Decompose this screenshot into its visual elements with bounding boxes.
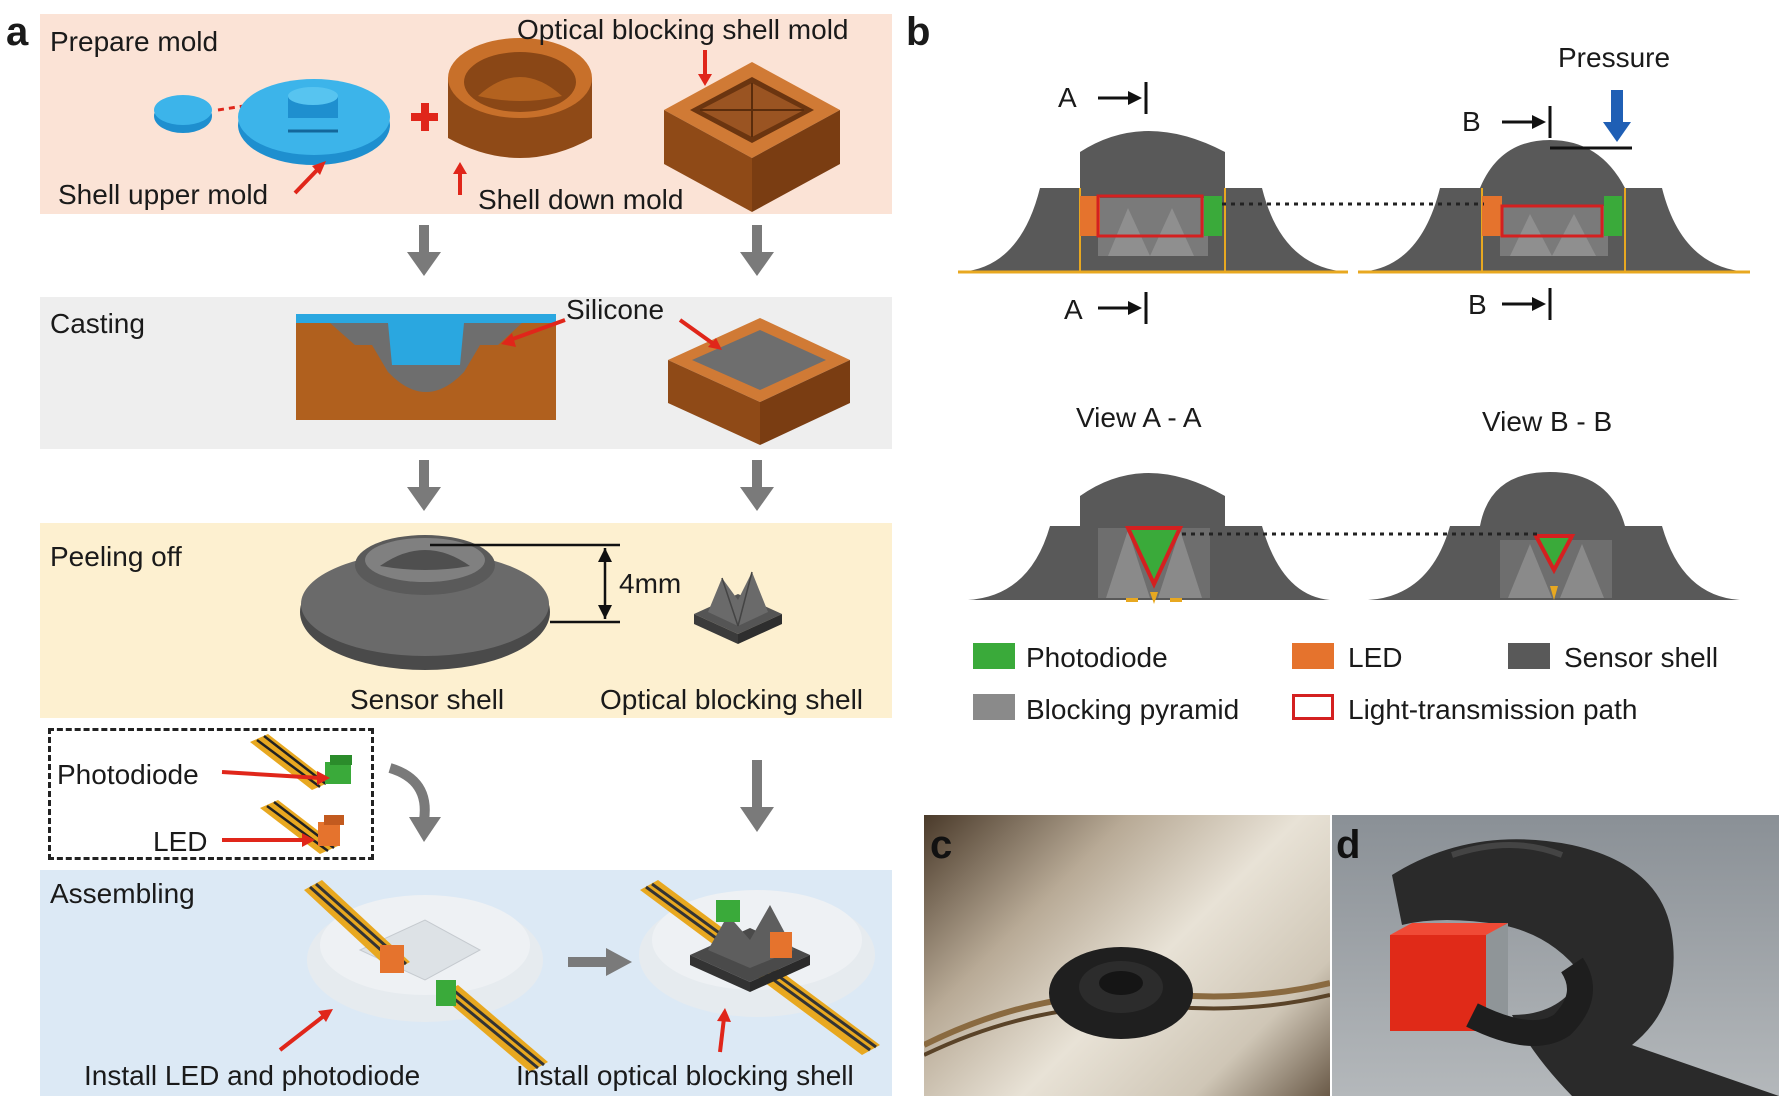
casting-drawing — [296, 314, 850, 445]
label-shell-upper-mold: Shell upper mold — [58, 179, 269, 210]
flow-arrows — [388, 225, 774, 842]
label-section-b-top: B — [1462, 106, 1481, 137]
label-section-a-top: A — [1058, 82, 1077, 113]
components-drawing — [221, 734, 352, 854]
label-view-b-b: View B - B — [1482, 406, 1613, 437]
label-shell-down-mold: Shell down mold — [478, 184, 684, 215]
legend-blocking-pyramid-swatch — [973, 694, 1015, 720]
legend-blocking-pyramid-label: Blocking pyramid — [1026, 694, 1240, 725]
legend-photodiode-label: Photodiode — [1026, 642, 1168, 673]
label-4mm: 4mm — [619, 568, 682, 599]
legend-light-path-label: Light-transmission path — [1348, 694, 1638, 725]
step-assembling: Assembling — [50, 878, 195, 909]
step-casting: Casting — [50, 308, 145, 339]
label-section-b-bottom: B — [1468, 289, 1487, 320]
legend-led-label: LED — [1348, 642, 1403, 673]
label-install-led-photodiode: Install LED and photodiode — [84, 1060, 421, 1091]
photo-glove-grasping-cube — [1332, 815, 1779, 1096]
legend-sensor-shell-label: Sensor shell — [1564, 642, 1719, 673]
legend-led-swatch — [1292, 643, 1334, 669]
label-pressure: Pressure — [1558, 42, 1671, 73]
panel-a-letter: a — [6, 10, 29, 54]
panel-c-letter: c — [930, 823, 953, 867]
panel-b-letter: b — [906, 10, 931, 54]
legend-photodiode-swatch — [973, 643, 1015, 669]
label-section-a-bottom: A — [1064, 294, 1083, 325]
components-inset — [48, 728, 374, 860]
prepare-mold-drawing — [154, 38, 840, 212]
label-optical-mold: Optical blocking shell mold — [517, 14, 849, 45]
cross-section-top — [958, 82, 1750, 324]
label-view-a-a: View A - A — [1076, 402, 1202, 433]
label-optical-blocking-shell: Optical blocking shell — [600, 684, 864, 715]
legend-sensor-shell-swatch — [1508, 643, 1550, 669]
step-prepare-mold: Prepare mold — [50, 26, 219, 57]
panel-d-letter: d — [1336, 823, 1361, 867]
assembling-drawing — [278, 880, 880, 1072]
label-silicone: Silicone — [566, 294, 665, 325]
label-led-component: LED — [153, 826, 208, 857]
label-photodiode-component: Photodiode — [57, 759, 199, 790]
peeling-drawing — [300, 535, 782, 670]
legend-light-path-swatch — [1292, 694, 1334, 720]
photo-sensor-on-finger — [924, 815, 1330, 1096]
label-sensor-shell: Sensor shell — [350, 684, 505, 715]
label-install-optical-shell: Install optical blocking shell — [516, 1060, 854, 1091]
step-peeling-off: Peeling off — [50, 541, 182, 572]
view-sections — [968, 472, 1740, 604]
